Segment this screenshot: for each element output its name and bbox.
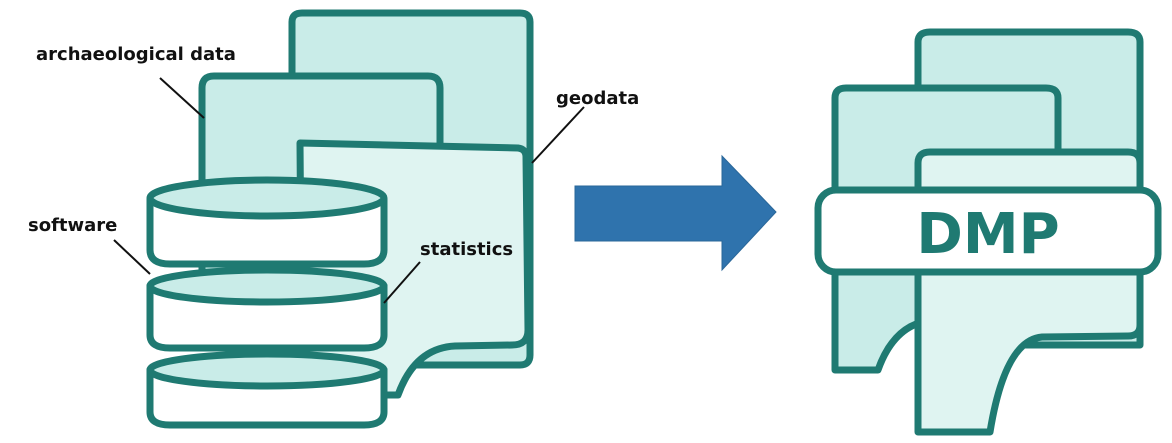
software-label: software — [28, 215, 117, 236]
geodata-leader — [531, 106, 585, 164]
dmp-title: DMP — [916, 202, 1059, 267]
source-data-group: archaeological data geodata software sta… — [28, 9, 639, 429]
statistics-leader — [383, 261, 421, 304]
database-disk-middle-top — [146, 266, 388, 306]
database-cylinder — [146, 176, 388, 429]
database-disk-top-top — [146, 176, 388, 220]
statistics-label: statistics — [420, 239, 513, 260]
archaeological-data-leader — [159, 77, 205, 119]
dmp-group: DMP — [814, 28, 1162, 436]
database-disk-top — [146, 198, 388, 268]
dmp-banner — [814, 186, 1162, 276]
geodata-label: geodata — [556, 88, 639, 109]
database-disk-bottom-top — [146, 350, 388, 390]
archaeological-data-label: archaeological data — [36, 44, 236, 65]
transform-arrow — [574, 154, 777, 272]
software-leader — [113, 239, 151, 275]
